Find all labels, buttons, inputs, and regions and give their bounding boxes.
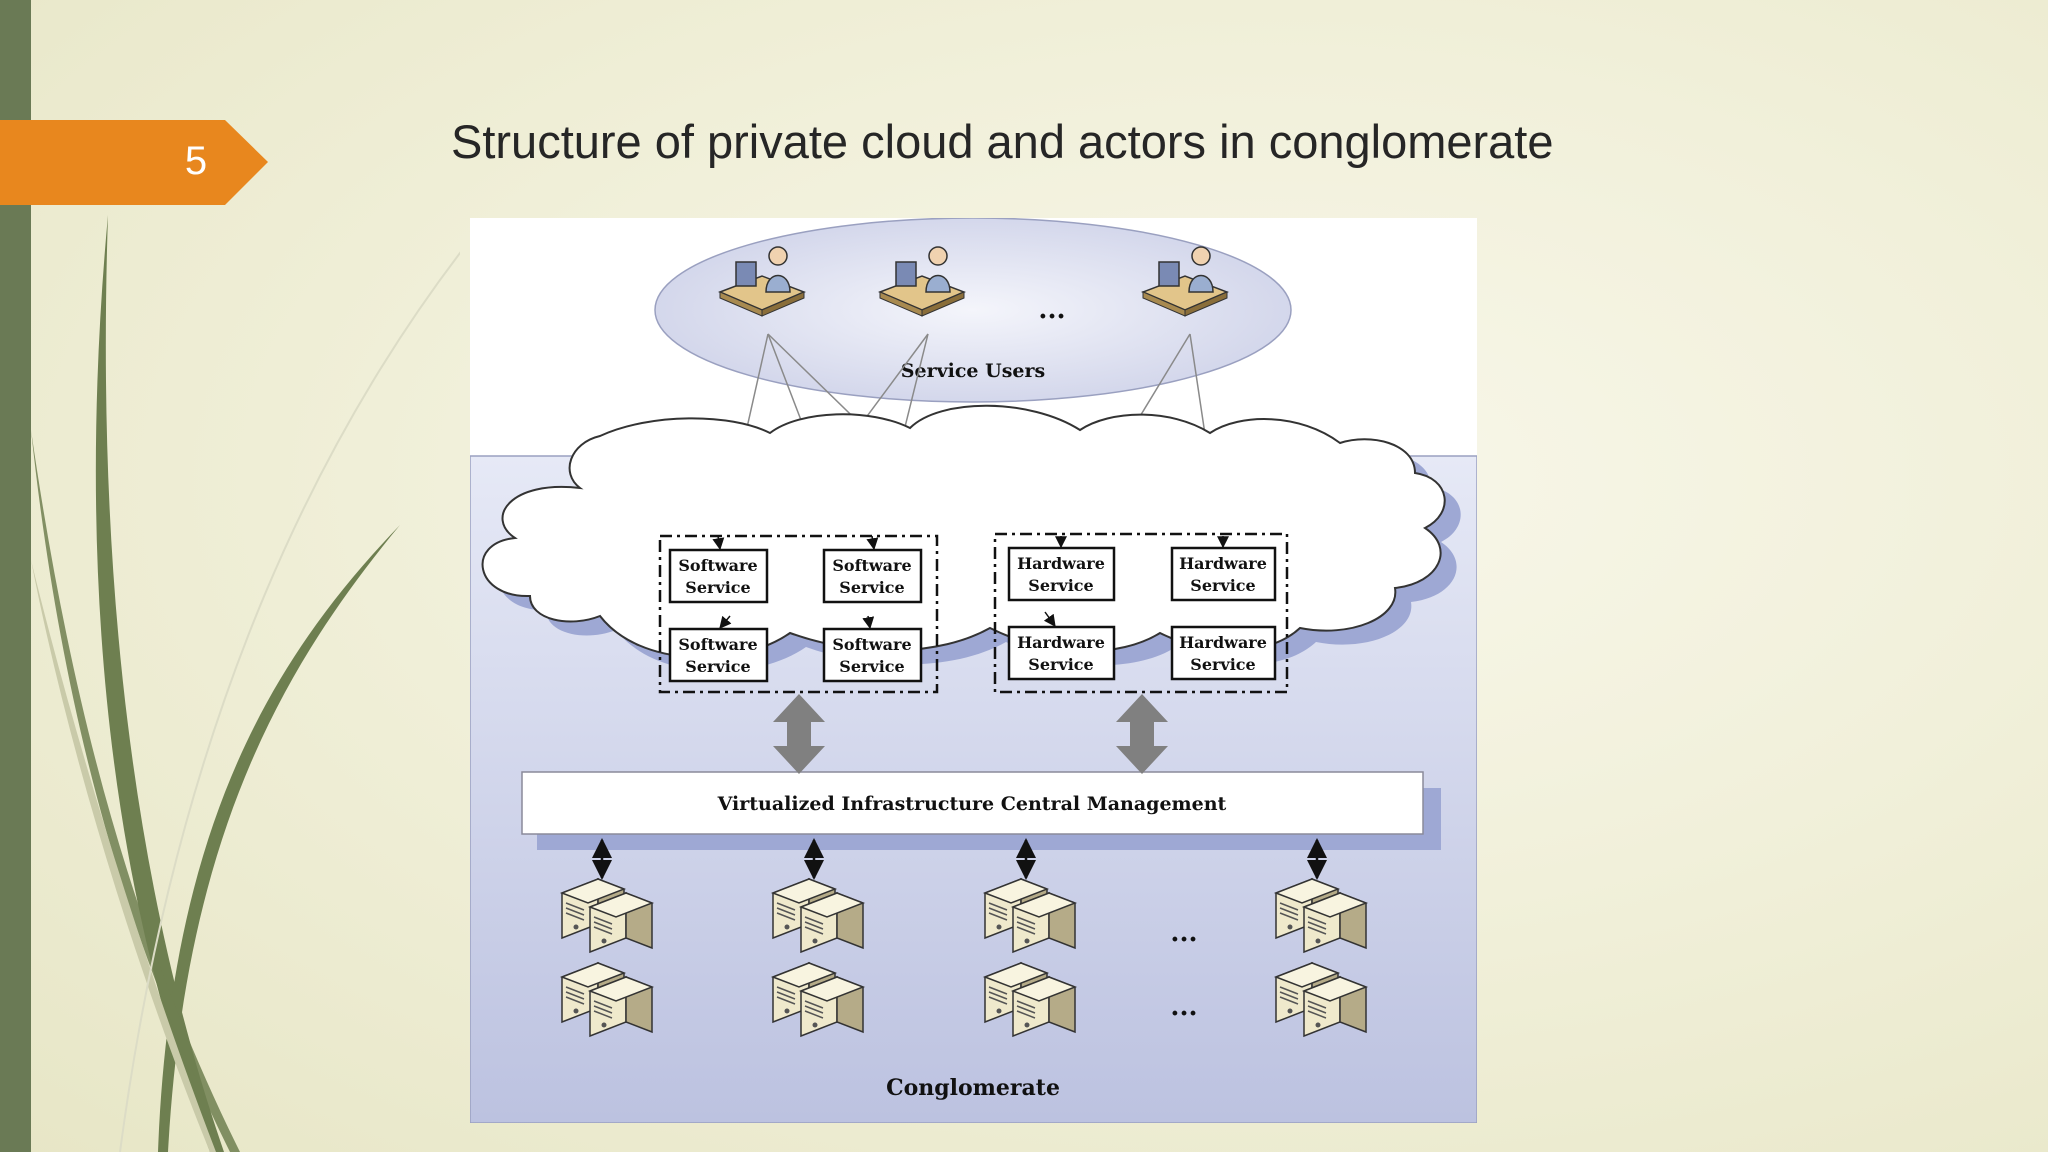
hardware-service-box: Hardware Service (1007, 625, 1116, 681)
service-users-ellipse (654, 218, 1292, 403)
cloud-structure-diagram: ... Service Users Software Service Softw… (470, 218, 1477, 1123)
svg-text:Software: Software (832, 635, 911, 654)
software-service-box: Software Service (668, 627, 769, 683)
slide-number: 5 (184, 139, 208, 183)
cloud-management-arrows (773, 694, 1168, 774)
svg-text:Software: Software (678, 635, 757, 654)
hardware-service-box: Hardware Service (1170, 625, 1277, 681)
slide-title: Structure of private cloud and actors in… (451, 115, 1554, 168)
slide-number-tab (0, 120, 268, 205)
svg-text:Hardware: Hardware (1179, 554, 1267, 573)
users-ellipsis: ... (1038, 295, 1065, 325)
server-ellipsis-bottom: ... (1170, 992, 1197, 1022)
software-service-box: Software Service (668, 548, 769, 604)
management-label: Virtualized Infrastructure Central Manag… (717, 793, 1227, 815)
svg-text:Hardware: Hardware (1017, 554, 1105, 573)
svg-text:Service: Service (685, 657, 750, 676)
svg-text:Service: Service (839, 657, 904, 676)
svg-text:Hardware: Hardware (1017, 633, 1105, 652)
svg-text:Service: Service (1190, 655, 1255, 674)
management-bar (521, 771, 1424, 835)
hardware-service-box: Hardware Service (1007, 546, 1116, 602)
svg-text:Software: Software (678, 556, 757, 575)
hardware-service-box: Hardware Service (1170, 546, 1277, 602)
svg-text:Service: Service (1028, 576, 1093, 595)
software-service-box: Software Service (822, 627, 923, 683)
svg-text:Software: Software (832, 556, 911, 575)
software-service-box: Software Service (822, 548, 923, 604)
svg-text:Service: Service (1028, 655, 1093, 674)
software-service-group (658, 534, 939, 694)
service-users-label: Service Users (901, 360, 1045, 382)
server-ellipsis-top: ... (1170, 918, 1197, 948)
private-cloud (481, 404, 1446, 659)
svg-text:Hardware: Hardware (1179, 633, 1267, 652)
svg-text:Service: Service (685, 578, 750, 597)
conglomerate-label: Conglomerate (886, 1075, 1060, 1101)
svg-text:Service: Service (1190, 576, 1255, 595)
decorative-leaf-strokes (31, 215, 460, 1152)
svg-text:Service: Service (839, 578, 904, 597)
